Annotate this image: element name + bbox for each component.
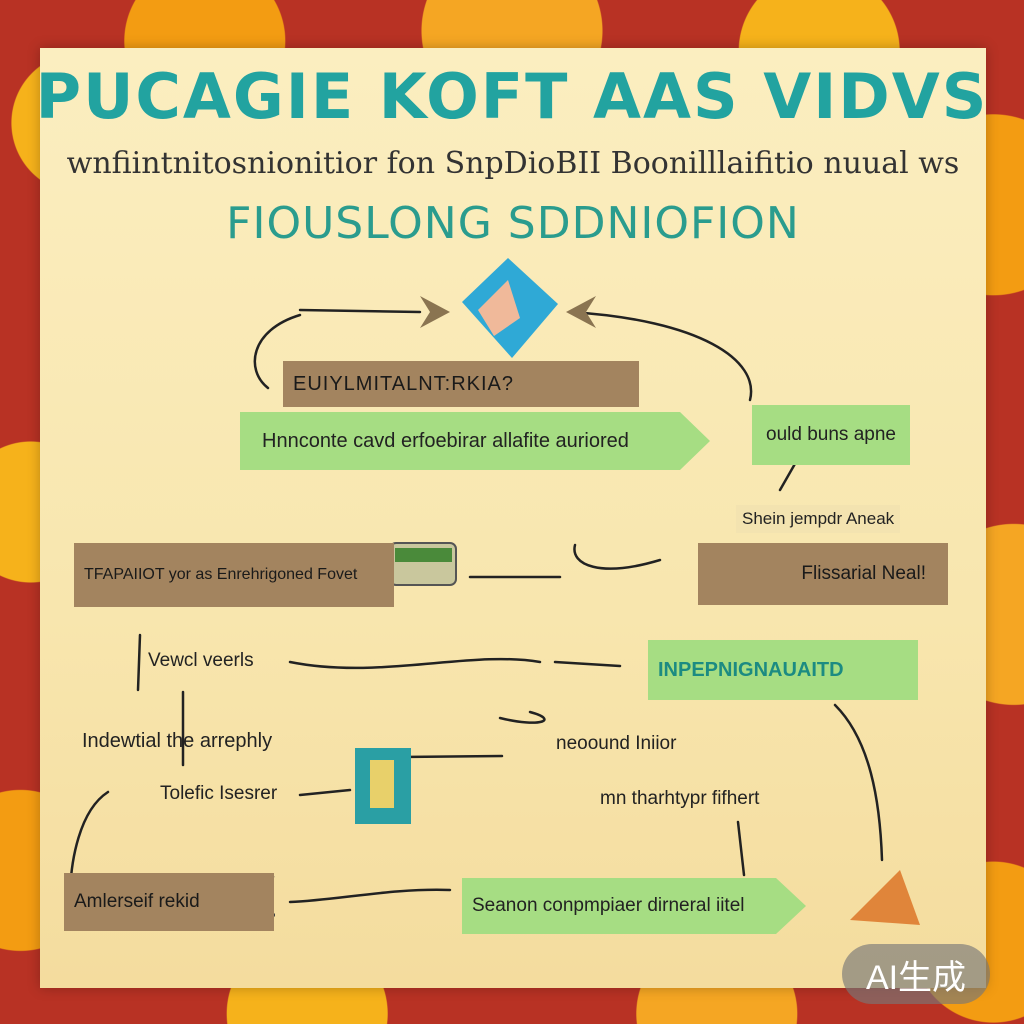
- left-box-text: TFAPAIIOT yor as Enrehrigoned Fovet: [84, 566, 358, 583]
- green-box-right-text: ould buns apne: [766, 424, 896, 445]
- poster-subtitle: wnfiintnitosnionitior fon SnpDioBII Boon…: [66, 146, 960, 181]
- green-box-right-2: INPEPNIGNAUAITD: [648, 640, 918, 700]
- bottom-green-arrow-text: Seanon conpmpiaer dirneral iitel: [472, 895, 745, 916]
- center-text: neoound Iniior: [556, 733, 677, 754]
- green-box-right-2-text: INPEPNIGNAUAITD: [658, 658, 844, 681]
- ai-generated-badge: AI生成: [842, 944, 990, 1004]
- top-label-text: EUIYLMITALNT:RKIA?: [293, 372, 515, 395]
- green-arrow-1: Hnnconte cavd erfoebirar allafite aurior…: [240, 412, 710, 470]
- left-text: Indewtial the arrephly: [82, 730, 273, 752]
- right-box: Flissarial Neal!: [698, 543, 948, 605]
- left-label: Vewcl veerls: [148, 650, 254, 671]
- section-title: FIOUSLONG SDDNIOFION: [226, 198, 800, 249]
- green-arrow-1-text: Hnnconte cavd erfoebirar allafite aurior…: [262, 429, 629, 452]
- right-box-text: Flissarial Neal!: [801, 563, 926, 584]
- bottom-left-box: Amlerseif rekid: [64, 873, 274, 931]
- small-box-label: Tolefic Isesrer: [160, 783, 278, 804]
- right-text: mn tharhtypr fifhert: [600, 788, 760, 809]
- poster-title: PUCAGIE KOFT AAS VIDVS: [35, 60, 989, 133]
- green-box-right: ould buns apne: [752, 405, 910, 465]
- left-box: TFAPAIIOT yor as Enrehrigoned Fovet: [74, 543, 394, 607]
- bottom-green-arrow: Seanon conpmpiaer dirneral iitel: [462, 878, 806, 934]
- bottom-left-box-text: Amlerseif rekid: [74, 891, 200, 912]
- small-label-right: Shein jempdr Aneak: [736, 505, 901, 533]
- top-label-box: EUIYLMITALNT:RKIA?: [283, 361, 639, 407]
